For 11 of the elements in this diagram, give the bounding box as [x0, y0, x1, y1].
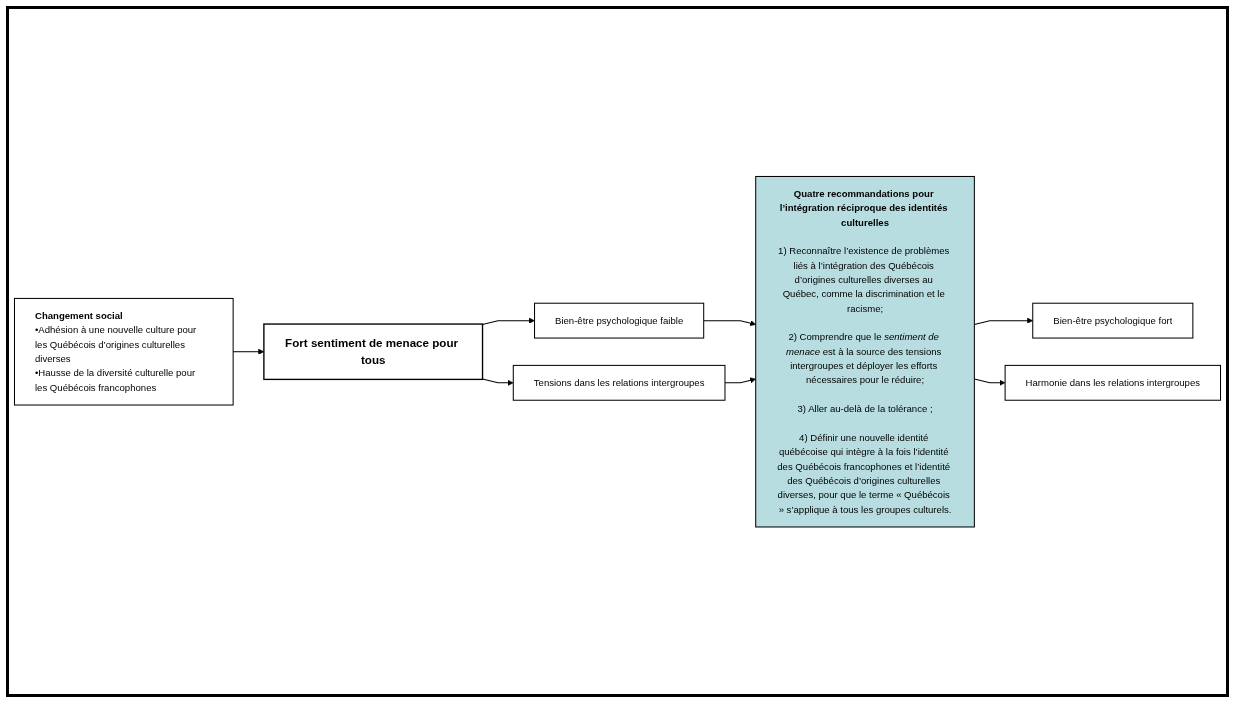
node-box: Changement social •Adhésion à une nouvelle culture pour les Québécois d’origines culturelles diverses •Hausse de la diversité culturelle pour les Québécois francophones [14, 297, 234, 406]
node-box: Fort sentiment de menace pour tous [263, 323, 484, 380]
arrow [482, 317, 535, 325]
node-box: Quatre recommandations pour l’intégration réciproque des identités culturelles 1) Reconnaître l’existence de problèmes liés à l’intégration des Québécois d’origines culturelles diverses au Québec, comme la discrimination et le racisme; 2) Comprendre que le sentiment de menace est à la source des tensions intergroupes et déployer les efforts nécessaires pour le réduire; 3) Aller au-delà de la tolérance ; 4) Définir une nouvelle identité québécoise qui intègre à la fois l’identité des Québécois francophones et l’identité des Québécois d’origines culturelles diverses, pour que le terme « Québécois » s’applique à tous les groupes culturels. [755, 175, 975, 528]
arrow [482, 378, 514, 386]
node-box: Tensions dans les relations intergroupes [512, 364, 726, 401]
node-box: Bien-être psychologique fort [1032, 302, 1194, 339]
node-box: Bien-être psychologique faible [534, 302, 705, 339]
node-box: Harmonie dans les relations intergroupes [1004, 364, 1221, 401]
arrow [703, 319, 756, 326]
arrow [724, 377, 756, 384]
